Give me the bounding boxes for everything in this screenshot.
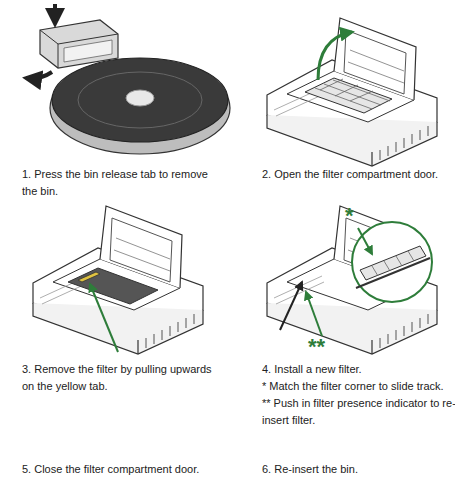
leader-line bbox=[306, 292, 322, 336]
callout-mark: * bbox=[345, 205, 375, 227]
step-caption: 5. Close the filter compartment door. bbox=[22, 461, 222, 478]
robot-top bbox=[52, 58, 228, 142]
leader-line bbox=[90, 284, 118, 352]
filter-slot bbox=[68, 268, 158, 304]
step-caption: 2. Open the filter compartment door. bbox=[262, 166, 452, 183]
bin-edges bbox=[40, 30, 118, 68]
step-caption: 1. Press the bin release tab to remove t… bbox=[22, 166, 212, 200]
press-arrow bbox=[53, 4, 57, 24]
callout-mark: ** bbox=[308, 336, 348, 358]
step-caption: 3. Remove the filter by pulling upwards … bbox=[22, 361, 212, 395]
step-note: * Match the filter corner to slide track… bbox=[262, 378, 452, 395]
step-note: ** Push in filter presence indicator to … bbox=[262, 395, 455, 429]
bin-panel-install bbox=[267, 206, 437, 354]
bin-body bbox=[40, 20, 118, 68]
bin-panel-open bbox=[267, 18, 437, 166]
filter bbox=[305, 78, 392, 113]
open-arrow bbox=[318, 32, 352, 80]
leader-line bbox=[358, 228, 372, 254]
robot-panel bbox=[26, 4, 230, 154]
remove-arrow bbox=[26, 72, 52, 78]
bin-face bbox=[64, 40, 112, 62]
bin-drawing bbox=[33, 206, 203, 354]
slide-track bbox=[356, 258, 430, 288]
bin-drawing bbox=[267, 206, 437, 354]
insert-arrow bbox=[280, 282, 302, 330]
yellow-tab bbox=[78, 272, 100, 282]
robot-button bbox=[126, 90, 154, 106]
step-caption: 4. Install a new filter. bbox=[262, 361, 452, 378]
magnifier-circle bbox=[352, 222, 432, 302]
filter-pleats bbox=[315, 79, 390, 109]
robot-ring bbox=[78, 72, 202, 128]
step-caption: 6. Re-insert the bin. bbox=[262, 461, 452, 478]
bin-drawing bbox=[267, 18, 437, 166]
bin-panel-remove bbox=[33, 206, 203, 354]
